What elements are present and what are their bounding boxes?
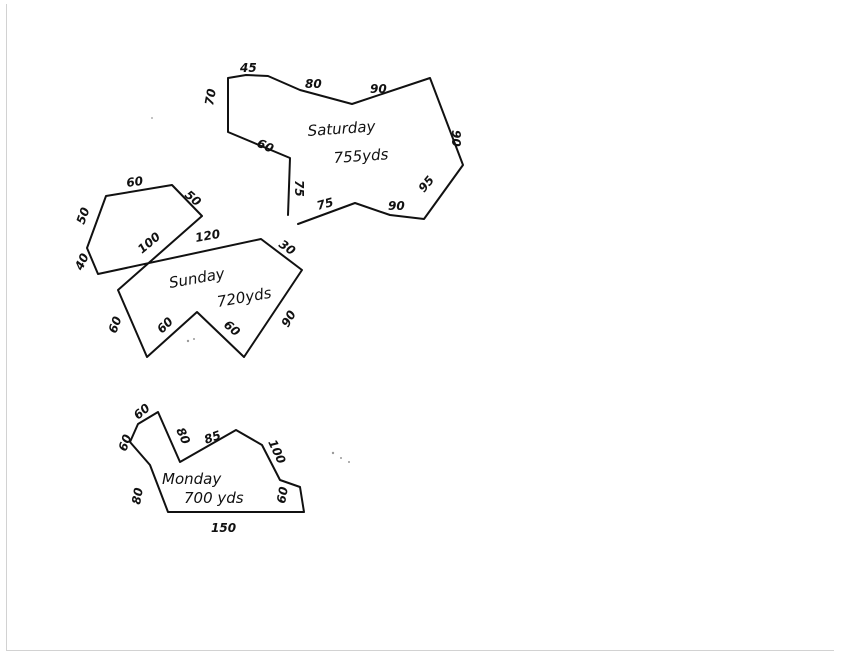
saturday-total: 755yds [333,145,389,167]
stray-marks [151,117,350,463]
sunday-seg-5: 50 [74,206,93,226]
sunday-shape: 60 50 100 40 50 120 30 90 60 60 60 Sunda… [72,174,303,358]
monday-seg-1: 60 [116,433,135,453]
monday-seg-6: 60 [274,486,291,505]
saturday-seg-1: 45 [239,61,257,75]
sunday-outline [86,184,303,358]
saturday-seg-2: 80 [305,77,322,91]
monday-seg-8: 80 [129,487,146,506]
sunday-name: Sunday [168,264,228,292]
sunday-seg-8: 90 [278,308,298,329]
saturday-shape: 45 80 90 90 95 90 75 75 60 70 Saturday 7… [202,61,464,225]
sunday-seg-3: 100 [135,229,163,256]
saturday-seg-7: 75 [315,195,335,213]
sunday-seg-9: 60 [106,315,125,335]
saturday-seg-3: 90 [370,82,387,96]
monday-seg-4: 85 [202,428,222,447]
saturday-seg-4: 90 [449,130,463,147]
saturday-outline [227,74,464,225]
monday-name: Monday [162,470,222,488]
pencil-smudge [186,338,195,343]
sunday-seg-4: 40 [72,251,92,273]
sunday-seg-6: 120 [194,227,221,245]
monday-total: 700 yds [184,489,244,507]
saturday-seg-9: 60 [255,136,276,156]
monday-seg-5: 100 [265,437,288,466]
sheet-border [6,4,834,651]
monday-seg-3: 80 [173,425,193,446]
saturday-seg-5: 95 [416,173,437,195]
saturday-name: Saturday [307,117,377,140]
saturday-seg-8: 75 [292,180,306,197]
saturday-seg-10: 70 [202,88,219,107]
sunday-seg-11: 60 [221,318,243,339]
monday-shape: 60 60 80 85 100 60 150 80 Monday 700 yds [116,401,305,535]
sunday-seg-1: 60 [125,174,143,190]
monday-seg-7: 150 [211,521,236,535]
sunday-total: 720yds [216,284,273,311]
sunday-seg-2: 50 [182,188,204,209]
monday-seg-2: 60 [131,401,153,422]
saturday-seg-6: 90 [388,199,405,213]
monday-outline [129,411,305,513]
sunday-seg-7: 30 [276,237,298,258]
